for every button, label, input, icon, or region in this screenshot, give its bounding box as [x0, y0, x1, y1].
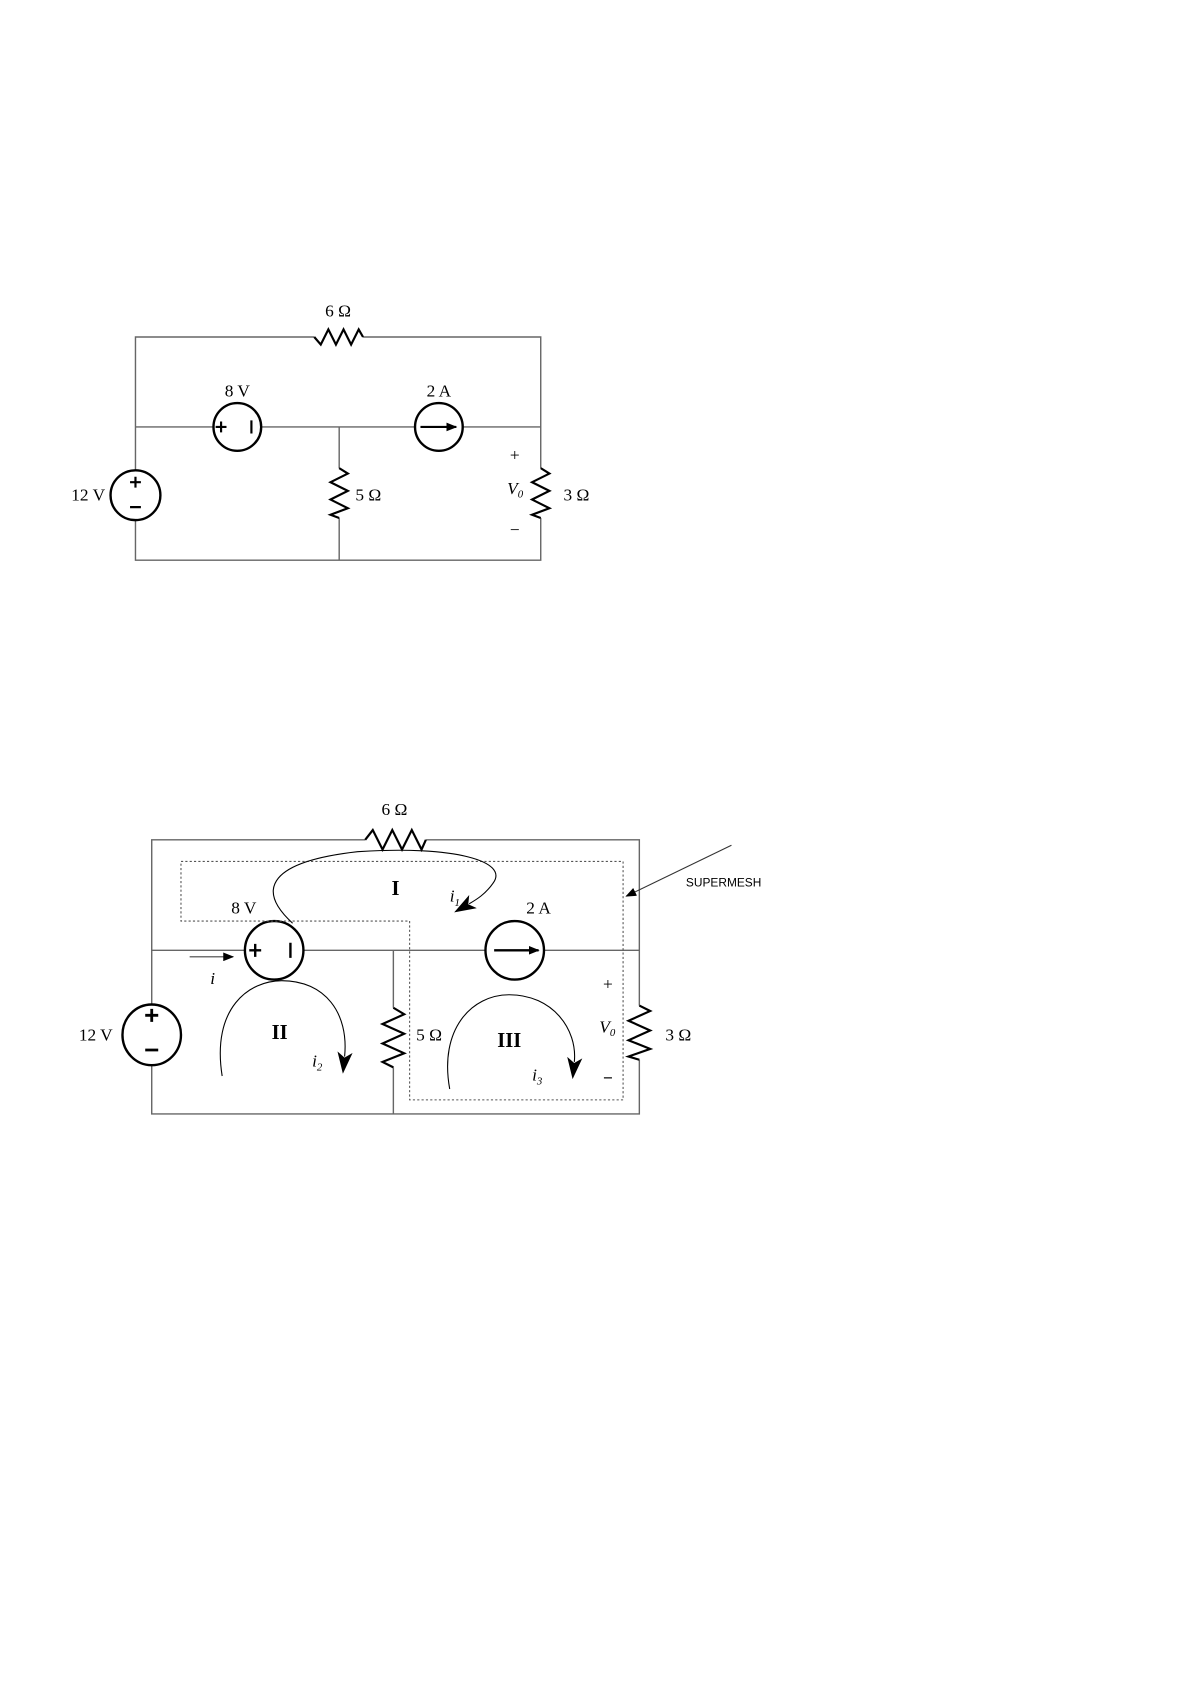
wires	[134, 336, 542, 561]
voltage-source-8v	[212, 401, 263, 452]
supermesh-circuit: i 6 Ω 8 V 2 A 12 V 5 Ω 3 Ω + V0 − I II I…	[79, 800, 761, 1115]
original-circuit: 6 Ω 8 V 2 A 12 V 5 Ω 3 Ω + V0 −	[71, 301, 589, 561]
label-12v: 12 V	[71, 486, 105, 505]
resistor-3ohm	[528, 467, 553, 519]
voltage-source-12v	[121, 1003, 183, 1067]
current-source-2a	[413, 401, 464, 452]
supermesh-pointer-arrow	[625, 844, 732, 897]
vo-minus: −	[510, 520, 520, 539]
mesh-2-label: II	[272, 1022, 288, 1044]
wires	[151, 839, 641, 1115]
label-12v: 12 V	[79, 1025, 113, 1044]
label-8v: 8 V	[231, 898, 257, 917]
resistor-5ohm	[327, 467, 351, 519]
i3-label: i3	[532, 1065, 543, 1087]
label-8v: 8 V	[225, 382, 251, 401]
resistor-6ohm	[313, 326, 364, 348]
resistor-6ohm	[364, 827, 427, 853]
mesh-3-label: III	[497, 1030, 521, 1052]
vo-label: V0	[507, 479, 524, 500]
mesh-2-arrow	[219, 980, 353, 1077]
mesh-1-label: I	[392, 878, 400, 900]
label-5ohm: 5 Ω	[355, 486, 381, 505]
label-5ohm: 5 Ω	[416, 1025, 442, 1044]
vo-plus: +	[603, 974, 613, 993]
vo-plus: +	[510, 446, 520, 465]
label-3ohm: 3 Ω	[563, 486, 589, 505]
i1-label: i1	[450, 887, 460, 909]
label-3ohm: 3 Ω	[665, 1025, 691, 1044]
label-6ohm: 6 Ω	[382, 800, 408, 819]
supermesh-boundary	[180, 860, 624, 1101]
resistor-3ohm	[625, 1004, 654, 1061]
supermesh-label: SUPERMESH	[686, 875, 761, 889]
voltage-source-12v	[109, 469, 162, 522]
label-6ohm: 6 Ω	[325, 301, 351, 320]
current-source-2a	[484, 919, 546, 981]
i2-label: i2	[312, 1051, 323, 1073]
mesh-3-arrow	[447, 994, 583, 1090]
vo-label: V0	[599, 1018, 616, 1039]
label-i: i	[210, 969, 215, 988]
voltage-source-8v	[243, 919, 305, 981]
label-2a: 2 A	[526, 898, 551, 917]
resistor-5ohm	[379, 1006, 407, 1069]
vo-minus: −	[603, 1069, 613, 1088]
label-2a: 2 A	[427, 382, 452, 401]
mesh-1-arrow	[272, 849, 497, 924]
